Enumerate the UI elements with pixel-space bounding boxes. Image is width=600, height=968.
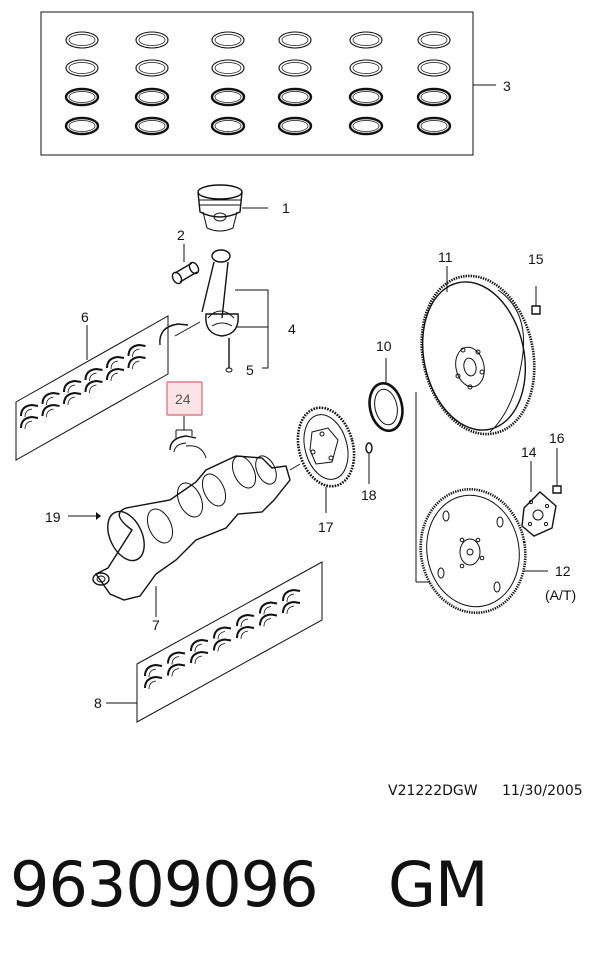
bearing-shell bbox=[106, 355, 125, 369]
bearing-shell bbox=[213, 626, 232, 639]
piston-ring bbox=[349, 31, 383, 49]
piston-ring-set-box bbox=[40, 11, 496, 156]
drawing-date: 11/30/2005 bbox=[502, 783, 583, 799]
callout-10: 10 bbox=[376, 338, 392, 354]
bearing-shell bbox=[190, 650, 209, 664]
piston-ring bbox=[134, 87, 170, 107]
piston-ring bbox=[64, 87, 100, 107]
callout-7: 7 bbox=[152, 617, 160, 633]
callout-15: 15 bbox=[528, 251, 544, 267]
callout-16: 16 bbox=[549, 430, 565, 446]
bearing-shell bbox=[259, 613, 278, 626]
bearing-shell bbox=[167, 651, 186, 664]
bearing-shell bbox=[84, 379, 103, 393]
callout-24[interactable]: 24 bbox=[175, 391, 191, 407]
bearing-shell bbox=[190, 638, 209, 652]
piston-ring bbox=[65, 31, 99, 49]
flexplate bbox=[419, 487, 548, 615]
callout-12-note: (A/T) bbox=[545, 587, 576, 603]
bearing-shell bbox=[63, 391, 82, 405]
piston bbox=[197, 184, 268, 232]
bearing-shell bbox=[84, 367, 103, 381]
callout-19: 19 bbox=[45, 509, 61, 525]
reluctor-wheel bbox=[296, 406, 356, 513]
piston-ring bbox=[417, 31, 451, 49]
crankshaft bbox=[68, 455, 301, 617]
lower-main-bearings-box bbox=[106, 561, 323, 723]
piston-ring bbox=[277, 116, 313, 136]
lower-main-bearings bbox=[144, 588, 301, 690]
dowel-pin bbox=[365, 442, 373, 484]
thrust-bearing bbox=[169, 435, 207, 459]
callout-11: 11 bbox=[438, 249, 453, 265]
connecting-rod bbox=[201, 249, 269, 373]
upper-main-bearings bbox=[20, 343, 146, 430]
callout-18: 18 bbox=[361, 487, 377, 503]
callout-1: 1 bbox=[282, 200, 290, 216]
piston-ring bbox=[349, 59, 383, 77]
callout-8: 8 bbox=[94, 695, 102, 711]
upper-main-bearings-box bbox=[15, 315, 169, 461]
bearing-shell bbox=[41, 403, 60, 417]
bearing-shell bbox=[236, 625, 255, 639]
bearing-shell bbox=[259, 601, 278, 614]
callout-24-highlight[interactable] bbox=[166, 381, 203, 438]
piston-ring bbox=[135, 59, 169, 77]
flywheel-bolt bbox=[531, 286, 541, 315]
piston-ring bbox=[210, 116, 246, 136]
piston-rings bbox=[64, 31, 452, 136]
callout-3: 3 bbox=[503, 78, 511, 94]
callout-2: 2 bbox=[177, 227, 185, 243]
rear-oil-seal bbox=[368, 358, 404, 433]
bearing-shell bbox=[63, 379, 82, 393]
callout-4: 4 bbox=[288, 321, 296, 337]
bearing-shell bbox=[144, 675, 163, 689]
spacer-plate bbox=[521, 461, 557, 537]
bearing-shell bbox=[41, 391, 60, 405]
piston-ring bbox=[211, 31, 245, 49]
flywheel bbox=[420, 266, 536, 436]
piston-ring bbox=[277, 87, 313, 107]
brand-name: GM bbox=[388, 848, 489, 921]
bearing-shell bbox=[106, 367, 125, 381]
piston-ring bbox=[64, 116, 100, 136]
drawing-code: V21222DGW bbox=[388, 783, 478, 799]
bearing-shell bbox=[20, 403, 39, 417]
piston-ring bbox=[348, 116, 384, 136]
piston-ring bbox=[134, 116, 170, 136]
piston-ring bbox=[278, 59, 312, 77]
callout-12: 12 bbox=[555, 563, 571, 579]
piston-ring bbox=[348, 87, 384, 107]
callout-6: 6 bbox=[81, 309, 89, 325]
piston-ring bbox=[65, 59, 99, 77]
piston-ring bbox=[278, 31, 312, 49]
piston-ring bbox=[211, 59, 245, 77]
callout-5: 5 bbox=[246, 362, 254, 378]
bearing-shell bbox=[127, 343, 146, 357]
bearing-shell bbox=[167, 663, 186, 676]
piston-ring bbox=[416, 116, 452, 136]
piston-ring bbox=[135, 31, 169, 49]
piston-pin bbox=[171, 244, 200, 285]
rod-bearing-shell bbox=[159, 321, 201, 346]
piston-ring bbox=[416, 87, 452, 107]
bearing-shell bbox=[213, 638, 232, 651]
bearing-shell bbox=[282, 588, 301, 602]
bearing-shell bbox=[127, 355, 146, 369]
callout-14: 14 bbox=[521, 444, 537, 460]
callout-17: 17 bbox=[318, 519, 334, 535]
bearing-shell bbox=[236, 613, 255, 627]
piston-ring bbox=[417, 59, 451, 77]
bearing-shell bbox=[20, 415, 39, 429]
flexplate-bolt bbox=[552, 448, 562, 494]
piston-ring bbox=[210, 87, 246, 107]
part-number: 96309096 bbox=[10, 848, 319, 921]
bearing-shell bbox=[282, 600, 301, 614]
bearing-shell bbox=[144, 663, 163, 677]
